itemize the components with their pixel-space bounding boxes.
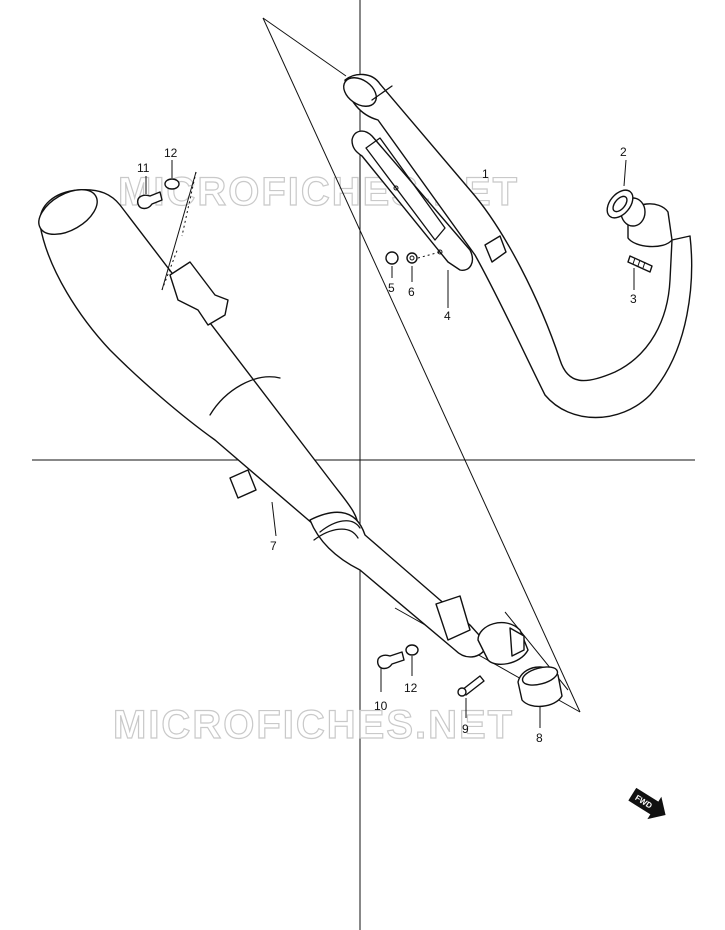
- callout-3: 3: [630, 292, 637, 306]
- screw-lower: [457, 675, 485, 718]
- exhaust-header-pipe: [343, 73, 693, 419]
- bolt-and-washer-upper: [385, 251, 441, 282]
- watermark-bottom: MICROFICHES.NET: [113, 703, 514, 747]
- callout-4: 4: [444, 309, 451, 323]
- bolt-and-washer-top: [136, 160, 180, 210]
- callout-10: 10: [374, 699, 388, 713]
- forward-arrow-icon: FWD: [628, 787, 666, 820]
- callout-11: 11: [137, 161, 150, 175]
- callout-1: 1: [482, 167, 489, 181]
- muffler: [38, 171, 529, 666]
- callout-12-bottom: 12: [404, 681, 418, 695]
- bolt-and-washer-lower: [376, 644, 419, 692]
- callout-5: 5: [388, 281, 395, 295]
- callout-6: 6: [408, 285, 415, 299]
- stud-bolt: [627, 255, 653, 290]
- exhaust-gasket: [606, 159, 634, 219]
- callout-12-top: 12: [164, 146, 178, 160]
- callout-9: 9: [462, 722, 469, 736]
- connector-sleeve: [517, 666, 563, 728]
- callout-8: 8: [536, 731, 543, 745]
- callout-2: 2: [620, 145, 627, 159]
- callout-7: 7: [270, 539, 277, 553]
